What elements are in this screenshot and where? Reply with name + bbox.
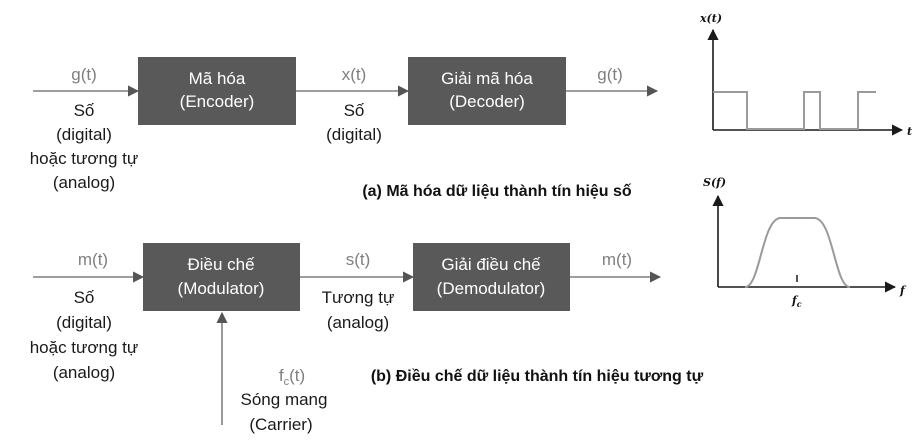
freq-y-label: S(f) (703, 176, 726, 189)
encoder-block (138, 57, 296, 125)
input-desc-b-4: (analog) (53, 363, 115, 382)
decoder-block (408, 57, 566, 125)
freq-x-label: f (899, 284, 907, 297)
mid-desc-a-2: (digital) (326, 125, 382, 144)
spectrum-trace (744, 217, 851, 288)
carrier-desc-2: (Carrier) (249, 415, 312, 434)
output-signal-a: g(t) (597, 65, 623, 84)
part-a: g(t) Số (digital) hoặc tương tự (analog)… (30, 57, 659, 200)
fc-tick-label: fc (791, 294, 802, 309)
caption-a: (a) Mã hóa dữ liệu thành tín hiệu số (362, 183, 632, 200)
decoder-label-1: Giải mã hóa (441, 69, 533, 88)
mid-signal-b: s(t) (346, 250, 371, 269)
input-desc-b-2: (digital) (56, 313, 112, 332)
mid-desc-a-1: Số (344, 101, 365, 120)
input-desc-a-2: (digital) (56, 125, 112, 144)
mid-signal-a: x(t) (342, 65, 367, 84)
time-domain-graph: x(t) t (699, 12, 912, 138)
input-signal-a: g(t) (71, 65, 97, 84)
carrier-signal: fc(t) (279, 366, 305, 388)
encoder-label-2: (Encoder) (180, 92, 255, 111)
modulator-label-2: (Modulator) (178, 279, 265, 298)
output-signal-b: m(t) (602, 250, 632, 269)
demodulator-label-1: Giải điều chế (441, 255, 541, 274)
frequency-domain-graph: S(f) f fc (703, 176, 907, 309)
input-desc-b-3: hoặc tương tự (30, 338, 139, 357)
caption-b: (b) Điều chế dữ liệu thành tín hiệu tươn… (371, 368, 704, 385)
encoder-label-1: Mã hóa (189, 69, 246, 88)
mid-desc-b-2: (analog) (327, 313, 389, 332)
input-desc-a-1: Số (74, 101, 95, 120)
demodulator-block (413, 243, 570, 311)
time-x-label: t (907, 125, 912, 138)
part-b: m(t) Số (digital) hoặc tương tự (analog)… (30, 243, 704, 434)
input-desc-b-1: Số (74, 288, 95, 307)
time-y-label: x(t) (699, 12, 722, 25)
mid-desc-b-1: Tương tự (322, 288, 395, 307)
carrier-desc-1: Sóng mang (241, 390, 328, 409)
modulator-label-1: Điều chế (187, 255, 255, 274)
input-desc-a-4: (analog) (53, 173, 115, 192)
decoder-label-2: (Decoder) (449, 92, 525, 111)
demodulator-label-2: (Demodulator) (437, 279, 546, 298)
input-desc-a-3: hoặc tương tự (30, 149, 139, 168)
input-signal-b: m(t) (78, 250, 108, 269)
modulator-block (143, 243, 300, 311)
square-wave-trace (713, 91, 876, 130)
